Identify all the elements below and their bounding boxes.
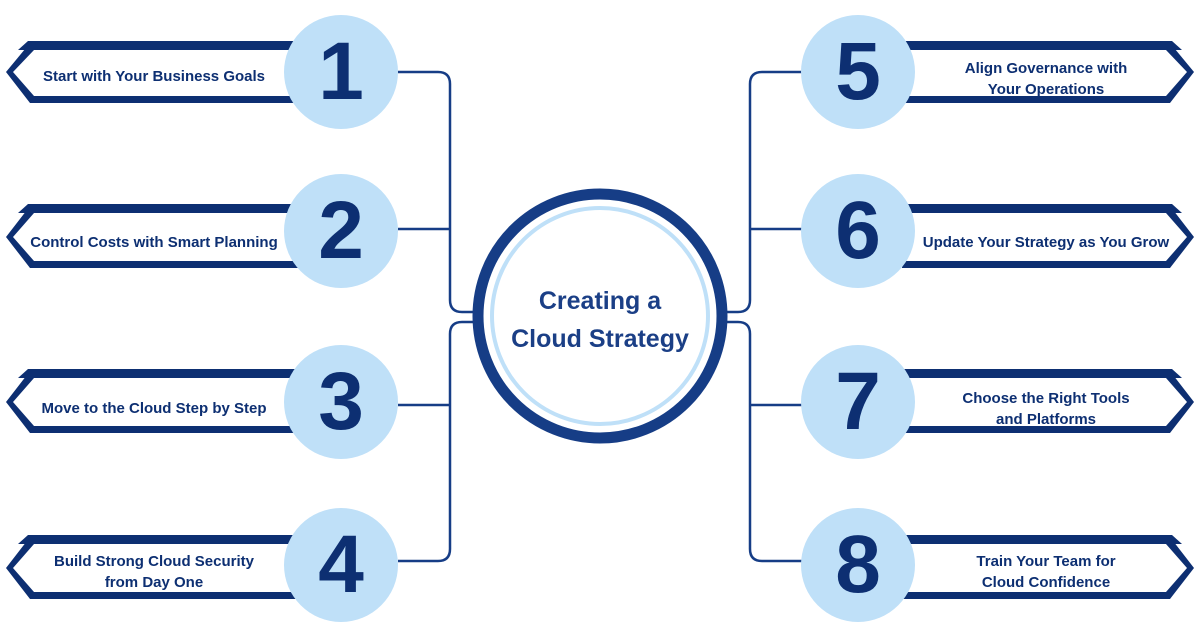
connector-lines (398, 70, 803, 563)
step-label-2-line-1: Control Costs with Smart Planning (30, 234, 278, 251)
banner-step-7 (902, 369, 1194, 433)
banner-step-6 (902, 204, 1194, 268)
step-number-4: 4 (318, 519, 364, 610)
banner-step-2 (6, 204, 298, 268)
step-label-1: Start with Your Business Goals (14, 66, 294, 87)
banner-step-4 (6, 535, 298, 599)
step-label-3: Move to the Cloud Step by Step (14, 398, 294, 419)
connector-left-bottom (398, 320, 478, 563)
step-number-6: 6 (835, 185, 881, 276)
center-title: Creating a Cloud Strategy (484, 282, 716, 358)
step-label-2: Control Costs with Smart Planning (14, 232, 294, 253)
step-label-7-line-1: Choose the Right Tools (962, 390, 1130, 407)
step-label-5: Align Governance with Your Operations (906, 58, 1186, 100)
connector-right-top (722, 70, 803, 314)
step-label-6-line-1: Update Your Strategy as You Grow (922, 234, 1170, 251)
step-label-8-line-2: Cloud Confidence (981, 574, 1111, 591)
step-label-3-line-1: Move to the Cloud Step by Step (41, 400, 267, 417)
step-label-4-line-2: from Day One (104, 574, 204, 591)
step-label-5-line-2: Your Operations (987, 81, 1105, 98)
step-label-5-line-1: Align Governance with (964, 60, 1128, 77)
step-label-4: Build Strong Cloud Security from Day One (14, 551, 294, 593)
step-label-1-line-1: Start with Your Business Goals (43, 68, 265, 85)
step-number-7: 7 (835, 356, 881, 447)
number-circle-4 (284, 508, 398, 622)
banner-step-3 (6, 369, 298, 433)
step-label-6: Update Your Strategy as You Grow (906, 232, 1186, 253)
step-number-3: 3 (318, 356, 364, 447)
connector-right-bottom (722, 320, 803, 563)
banner-step-1 (6, 41, 298, 103)
banner-step-5 (902, 41, 1194, 103)
center-circle (472, 188, 728, 444)
step-label-8-line-1: Train Your Team for (976, 553, 1116, 570)
number-circles (284, 15, 915, 622)
center-title-line-2: Cloud Strategy (511, 325, 689, 353)
number-circle-1 (284, 15, 398, 129)
center-title-line-1: Creating a (538, 287, 662, 315)
step-number-5: 5 (835, 26, 881, 117)
number-circle-7 (801, 345, 915, 459)
number-circle-2 (284, 174, 398, 288)
banner-step-8 (902, 535, 1194, 599)
connector-left-top (398, 70, 478, 314)
number-circle-5 (801, 15, 915, 129)
step-label-8: Train Your Team for Cloud Confidence (906, 551, 1186, 593)
step-number-1: 1 (318, 26, 364, 117)
number-circle-8 (801, 508, 915, 622)
step-label-7: Choose the Right Tools and Platforms (906, 388, 1186, 430)
step-number-2: 2 (318, 185, 364, 276)
number-circle-6 (801, 174, 915, 288)
step-label-4-line-1: Build Strong Cloud Security (53, 553, 254, 570)
step-number-8: 8 (835, 519, 881, 610)
number-circle-3 (284, 345, 398, 459)
step-label-7-line-2: and Platforms (995, 411, 1097, 428)
